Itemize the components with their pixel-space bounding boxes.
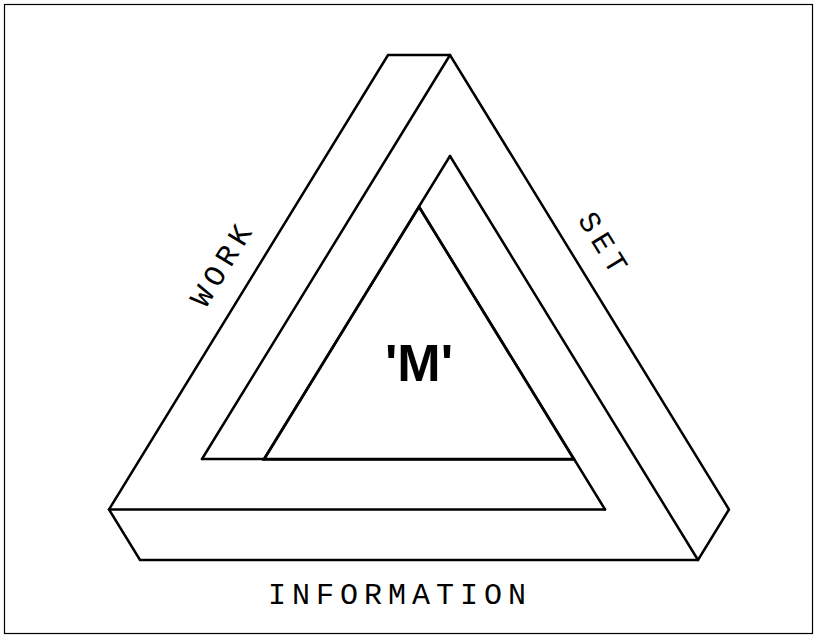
- side-label: INFORMATION: [268, 581, 532, 611]
- outer-outline: [109, 55, 729, 560]
- side-label: WORK: [187, 216, 263, 314]
- side-label-holder: INFORMATION: [268, 581, 532, 611]
- triangle-outline: [264, 207, 574, 460]
- penrose-triangle: [109, 55, 729, 560]
- frame: [5, 5, 813, 634]
- bar-edge: [450, 156, 698, 560]
- triangle-node: 'M': [264, 207, 574, 460]
- triangle-shape: [264, 207, 574, 460]
- center-letter: 'M': [385, 337, 453, 389]
- side-label-holder: SET: [567, 231, 639, 261]
- side-label-holder: WORK: [176, 249, 272, 279]
- side-label: SET: [571, 208, 634, 285]
- bar-edge: [109, 508, 605, 511]
